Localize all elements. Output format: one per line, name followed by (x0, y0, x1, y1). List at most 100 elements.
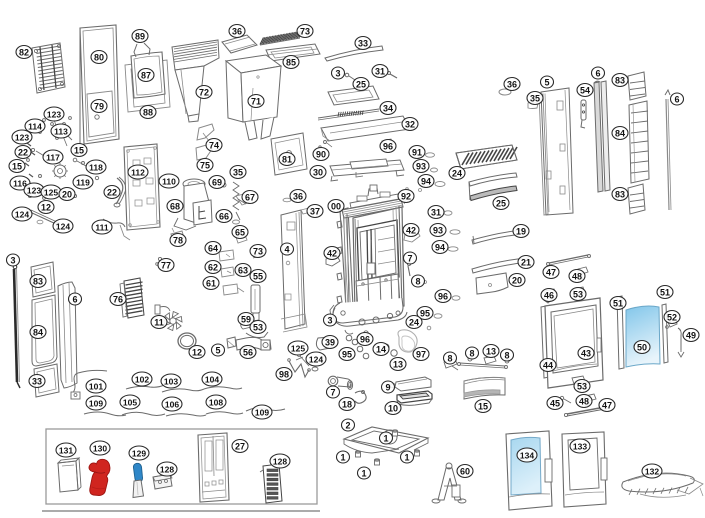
svg-text:27: 27 (235, 442, 245, 452)
svg-text:36: 36 (507, 80, 517, 90)
svg-text:8: 8 (447, 354, 452, 364)
svg-text:34: 34 (383, 104, 393, 114)
svg-text:13: 13 (486, 347, 496, 357)
svg-text:98: 98 (279, 370, 289, 380)
svg-text:47: 47 (546, 268, 556, 278)
svg-text:24: 24 (452, 169, 462, 179)
svg-text:83: 83 (615, 76, 625, 86)
svg-text:76: 76 (113, 295, 123, 305)
svg-text:54: 54 (580, 86, 590, 96)
svg-text:31: 31 (375, 67, 385, 77)
svg-text:93: 93 (433, 226, 443, 236)
svg-text:52: 52 (667, 313, 677, 323)
svg-text:8: 8 (415, 277, 420, 287)
svg-text:133: 133 (573, 442, 587, 452)
svg-text:3: 3 (10, 256, 15, 266)
svg-text:3: 3 (335, 69, 340, 79)
svg-text:30: 30 (313, 168, 323, 178)
svg-text:6: 6 (674, 95, 679, 105)
svg-text:50: 50 (637, 343, 647, 353)
svg-text:119: 119 (76, 178, 90, 188)
svg-text:46: 46 (544, 291, 554, 301)
svg-text:6: 6 (595, 69, 600, 79)
svg-text:75: 75 (200, 161, 210, 171)
svg-text:108: 108 (209, 398, 223, 408)
svg-text:5: 5 (215, 346, 220, 356)
svg-text:69: 69 (212, 178, 222, 188)
svg-text:112: 112 (131, 168, 145, 178)
svg-text:37: 37 (310, 207, 320, 217)
svg-text:7: 7 (407, 254, 412, 264)
svg-text:15: 15 (74, 146, 84, 156)
svg-text:42: 42 (327, 249, 337, 259)
svg-text:13: 13 (393, 360, 403, 370)
svg-text:90: 90 (316, 150, 326, 160)
svg-text:6: 6 (72, 295, 77, 305)
svg-text:1: 1 (361, 469, 366, 479)
svg-text:79: 79 (94, 102, 104, 112)
svg-text:84: 84 (33, 328, 43, 338)
svg-text:5: 5 (544, 78, 549, 88)
svg-text:110: 110 (162, 177, 176, 187)
svg-text:20: 20 (512, 276, 522, 286)
svg-text:91: 91 (412, 148, 422, 158)
svg-text:9: 9 (385, 383, 390, 393)
svg-text:33: 33 (358, 39, 368, 49)
svg-text:124: 124 (56, 222, 70, 232)
svg-text:116: 116 (13, 179, 27, 189)
svg-text:84: 84 (615, 129, 625, 139)
svg-text:1: 1 (404, 453, 409, 463)
svg-text:68: 68 (170, 202, 180, 212)
svg-text:22: 22 (18, 148, 28, 158)
svg-text:53: 53 (577, 382, 587, 392)
svg-text:00: 00 (331, 202, 341, 212)
svg-text:67: 67 (245, 193, 255, 203)
svg-text:61: 61 (206, 279, 216, 289)
svg-text:71: 71 (251, 97, 261, 107)
svg-text:22: 22 (107, 188, 117, 198)
svg-text:72: 72 (199, 88, 209, 98)
svg-text:130: 130 (93, 444, 107, 454)
svg-text:95: 95 (342, 350, 352, 360)
svg-text:124: 124 (15, 210, 29, 220)
svg-text:105: 105 (123, 398, 137, 408)
svg-text:42: 42 (406, 226, 416, 236)
svg-text:128: 128 (273, 457, 287, 467)
svg-text:45: 45 (550, 399, 560, 409)
svg-text:35: 35 (530, 94, 540, 104)
svg-text:104: 104 (205, 375, 219, 385)
svg-text:73: 73 (253, 247, 263, 257)
svg-text:96: 96 (438, 292, 448, 302)
svg-text:15: 15 (12, 162, 22, 172)
svg-text:123: 123 (47, 110, 61, 120)
svg-text:60: 60 (460, 467, 470, 477)
svg-text:53: 53 (253, 323, 263, 333)
svg-text:106: 106 (165, 400, 179, 410)
svg-text:4: 4 (284, 245, 289, 255)
svg-text:89: 89 (135, 32, 145, 42)
svg-text:125: 125 (291, 344, 305, 354)
svg-text:123: 123 (15, 133, 29, 143)
svg-text:95: 95 (420, 309, 430, 319)
svg-text:123: 123 (27, 186, 41, 196)
svg-text:8: 8 (504, 351, 509, 361)
svg-text:78: 78 (173, 236, 183, 246)
svg-text:25: 25 (496, 199, 506, 209)
svg-text:114: 114 (28, 122, 42, 132)
svg-text:35: 35 (233, 168, 243, 178)
svg-text:88: 88 (143, 108, 153, 118)
svg-text:51: 51 (613, 299, 623, 309)
svg-text:39: 39 (325, 338, 335, 348)
svg-text:131: 131 (59, 446, 73, 456)
svg-text:64: 64 (208, 244, 218, 254)
svg-text:96: 96 (383, 142, 393, 152)
svg-text:31: 31 (431, 208, 441, 218)
svg-text:80: 80 (94, 53, 104, 63)
svg-text:36: 36 (293, 192, 303, 202)
svg-text:55: 55 (253, 272, 263, 282)
svg-text:65: 65 (235, 228, 245, 238)
svg-text:15: 15 (478, 402, 488, 412)
svg-text:128: 128 (160, 465, 174, 475)
svg-text:83: 83 (615, 190, 625, 200)
svg-text:25: 25 (356, 80, 366, 90)
